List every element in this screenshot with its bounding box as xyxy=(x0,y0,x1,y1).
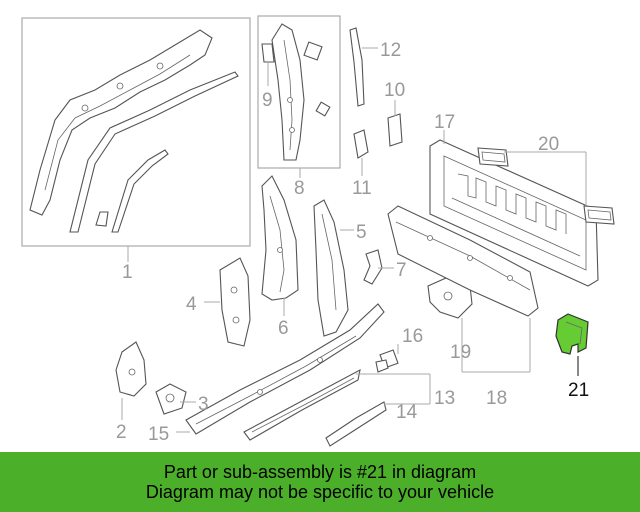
group-frame-1 xyxy=(21,17,251,247)
callout-3[interactable]: 3 xyxy=(198,394,209,415)
part-14-sill-extension[interactable] xyxy=(325,401,387,447)
callout-21[interactable]: 21 xyxy=(568,380,589,401)
callout-5[interactable]: 5 xyxy=(356,222,367,243)
callout-19[interactable]: 19 xyxy=(450,342,471,363)
callout-6[interactable]: 6 xyxy=(278,318,289,339)
callout-12[interactable]: 12 xyxy=(380,40,401,61)
part-10-bracket[interactable] xyxy=(387,113,403,147)
part-3-grommet[interactable] xyxy=(155,383,187,415)
callout-17[interactable]: 17 xyxy=(434,112,455,133)
part-17-back-panel[interactable] xyxy=(429,139,599,287)
exploded-parts-diagram: 1 2 3 4 5 6 7 8 9 10 11 12 13 14 15 16 1… xyxy=(21,15,615,447)
callout-16[interactable]: 16 xyxy=(402,326,423,347)
part-6-center-pillar[interactable] xyxy=(261,175,299,301)
part-21-highlighted-bracket[interactable] xyxy=(555,313,589,355)
callout-18[interactable]: 18 xyxy=(486,388,507,409)
callout-11[interactable]: 11 xyxy=(352,178,372,199)
callout-10[interactable]: 10 xyxy=(384,80,405,101)
callout-13[interactable]: 13 xyxy=(434,388,455,409)
part-18-cross-member[interactable] xyxy=(387,205,539,317)
part-16-bolt[interactable] xyxy=(375,349,399,373)
part-13-sill-reinforcement[interactable] xyxy=(243,368,361,441)
part-11-bracket[interactable] xyxy=(353,129,369,159)
callout-labels: 1 2 3 4 5 6 7 8 9 10 11 12 13 14 15 16 1… xyxy=(116,40,589,445)
group-frame-8 xyxy=(257,15,341,169)
callout-9[interactable]: 9 xyxy=(262,90,273,111)
part-21-shape[interactable] xyxy=(555,313,589,355)
part-15-rocker-panel[interactable] xyxy=(185,303,385,435)
leader-lines xyxy=(121,47,587,433)
part-1-roof-rail-assembly[interactable] xyxy=(29,29,239,233)
part-4-hinge-pillar[interactable] xyxy=(219,257,251,347)
callout-2[interactable]: 2 xyxy=(116,422,127,443)
callout-1[interactable]: 1 xyxy=(122,262,133,283)
banner-line-1: Part or sub-assembly is #21 in diagram xyxy=(163,462,477,482)
part-19-bracket[interactable] xyxy=(427,277,473,319)
callout-4[interactable]: 4 xyxy=(186,294,197,315)
part-12-strip[interactable] xyxy=(349,27,365,107)
part-8-pillar-assembly[interactable] xyxy=(271,23,331,161)
part-7-clip[interactable] xyxy=(363,249,383,285)
part-20-plugs[interactable] xyxy=(477,147,615,225)
callout-14[interactable]: 14 xyxy=(396,402,418,423)
callout-7[interactable]: 7 xyxy=(396,260,407,281)
part-2-lower-bracket[interactable] xyxy=(115,341,147,397)
callout-15[interactable]: 15 xyxy=(148,424,169,445)
part-9-bracket[interactable] xyxy=(261,43,275,63)
callout-8[interactable]: 8 xyxy=(294,178,305,199)
info-banner: Part or sub-assembly is #21 in diagram D… xyxy=(0,452,640,512)
callout-20[interactable]: 20 xyxy=(538,134,559,155)
banner-line-2: Diagram may not be specific to your vehi… xyxy=(145,482,495,502)
part-5-rear-pillar[interactable] xyxy=(313,199,349,337)
